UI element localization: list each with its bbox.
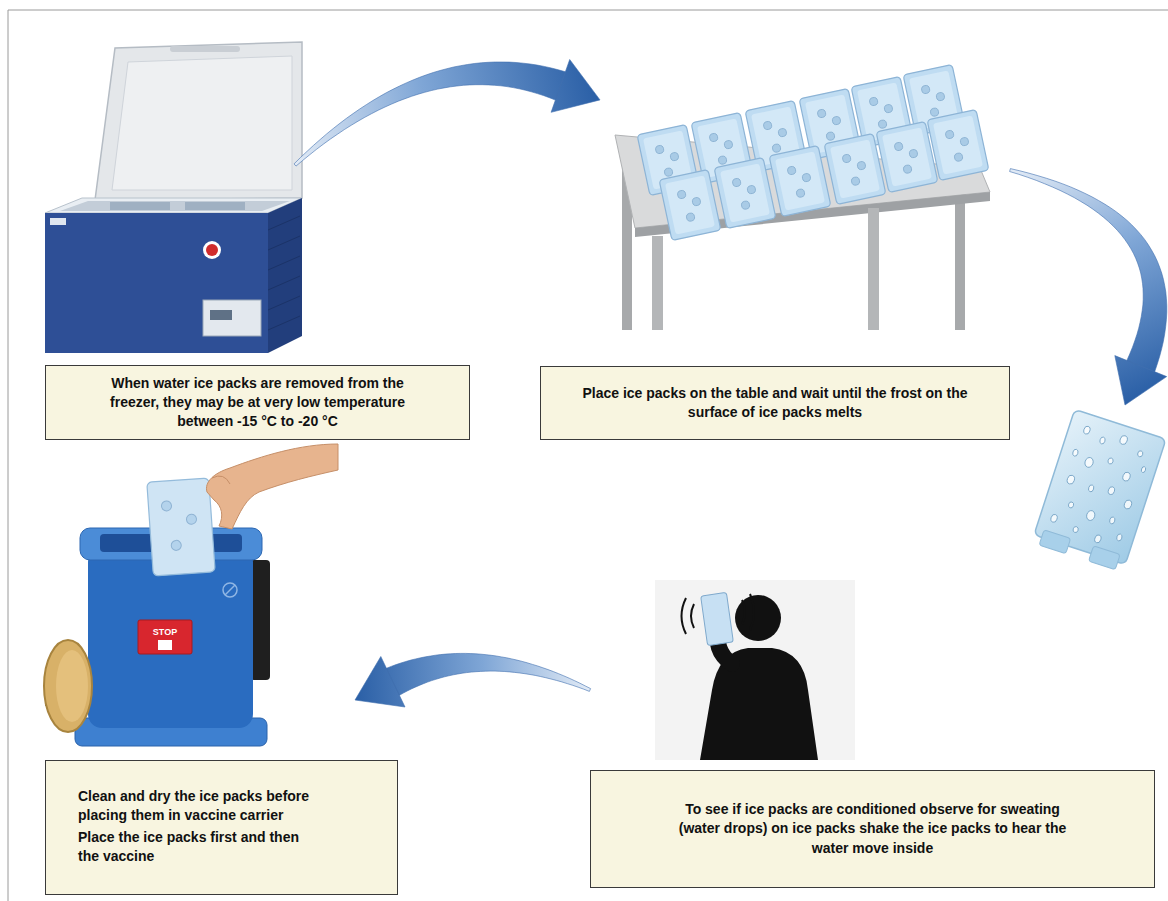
step-panel: Clean and dry the ice packs before placi…: [45, 480, 355, 895]
warning-label: STOP: [153, 627, 177, 637]
caption-box: Place ice packs on the table and wait un…: [540, 366, 1010, 440]
step-panel: When water ice packs are removed from th…: [45, 40, 295, 440]
step-panel: Place ice packs on the table and wait un…: [600, 60, 1010, 440]
bullet-item: Place the ice packs first and then the v…: [78, 828, 318, 867]
step-panel: To see if ice packs are conditioned obse…: [590, 405, 1155, 890]
caption-text: When water ice packs are removed from th…: [86, 374, 429, 432]
person-shaking-ice-pack: [655, 580, 855, 760]
sweating-ice-pack: [1031, 409, 1166, 572]
flow-arrow: [1010, 169, 1167, 405]
flow-arrow: [294, 60, 600, 167]
bullet-list: Clean and dry the ice packs before placi…: [56, 787, 318, 868]
caption-box: To see if ice packs are conditioned obse…: [590, 770, 1155, 888]
frame-line: [8, 10, 1168, 901]
flow-arrow: [355, 653, 591, 707]
chest-freezer: [45, 42, 302, 353]
caption-box: Clean and dry the ice packs before placi…: [45, 760, 398, 895]
caption-text: To see if ice packs are conditioned obse…: [671, 800, 1074, 858]
caption-text: Place ice packs on the table and wait un…: [577, 384, 973, 423]
vaccine-carrier: STOP: [44, 444, 338, 746]
bullet-item: Clean and dry the ice packs before placi…: [78, 787, 318, 826]
caption-box: When water ice packs are removed from th…: [45, 365, 470, 440]
table-with-ice-packs: [615, 64, 990, 330]
